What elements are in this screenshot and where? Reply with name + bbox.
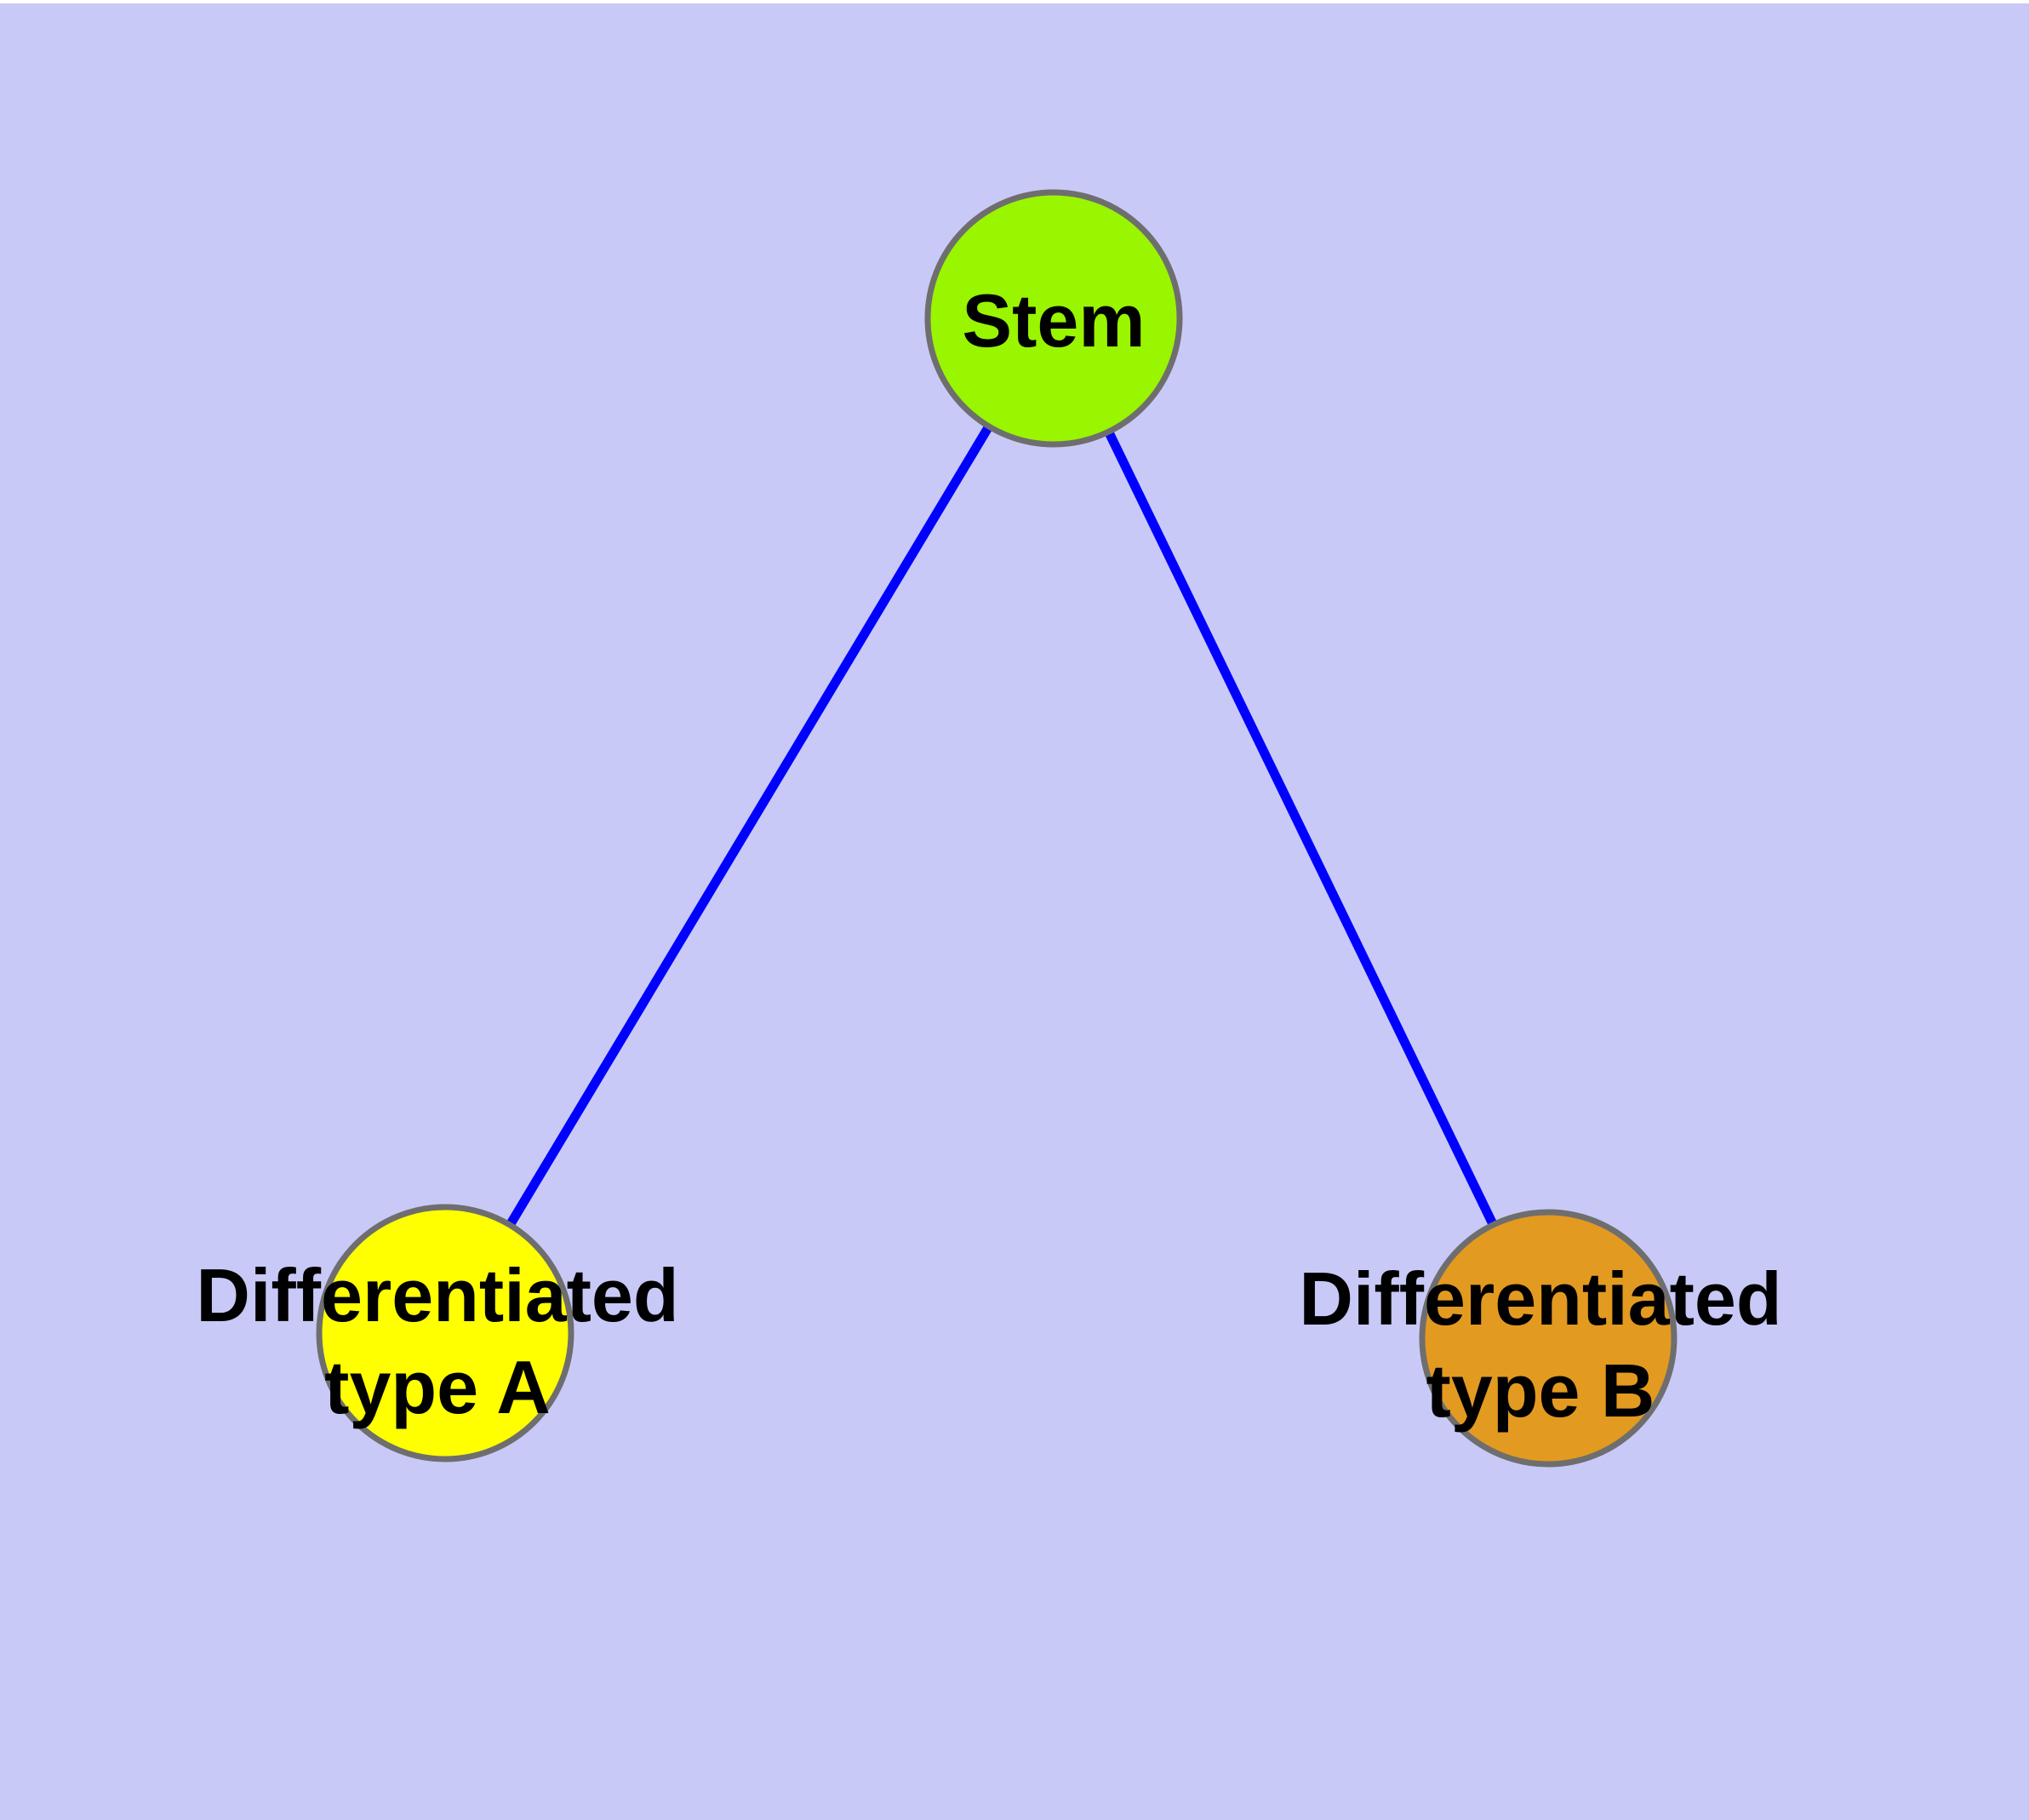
node-type-b-label: Differentiated type B (1299, 1253, 1781, 1437)
edge-stem-to-type-b (1049, 316, 1552, 1341)
node-stem-label: Stem (962, 278, 1146, 363)
node-type-b-label-line1: Differentiated (1299, 1256, 1782, 1341)
node-type-b-circle[interactable] (1419, 1209, 1677, 1468)
top-edge-white-strip (0, 0, 2029, 3)
edge-stem-to-type-a (441, 316, 1058, 1336)
node-type-a-circle[interactable] (316, 1204, 574, 1462)
node-type-a-label-line1: Differentiated (196, 1253, 679, 1337)
node-type-b-label-line2: type B (1426, 1348, 1655, 1433)
node-type-a-label: Differentiated type A (196, 1250, 678, 1434)
node-type-a-label-line2: type A (324, 1345, 551, 1429)
node-stem-circle[interactable] (924, 189, 1183, 448)
